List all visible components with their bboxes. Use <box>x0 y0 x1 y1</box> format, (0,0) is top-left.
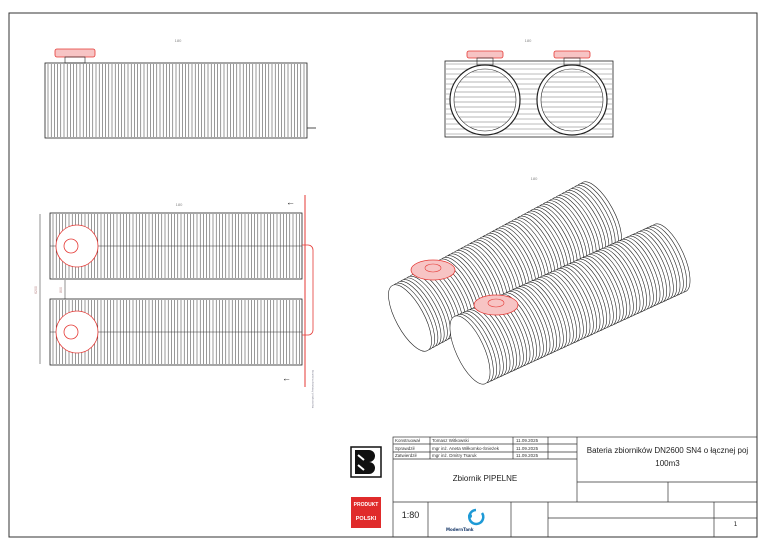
tank-section <box>449 64 521 136</box>
connecting-pipe <box>302 244 314 336</box>
drawing-title-line2: 100m3 <box>655 459 680 468</box>
title-block-grid <box>392 436 758 538</box>
end-view-label: 180 <box>525 38 532 43</box>
part-name: Zbiornik PIPELNE <box>452 474 518 483</box>
manhole-circle <box>55 310 99 354</box>
manhole-cap <box>410 259 456 281</box>
manhole-opening <box>63 238 79 254</box>
sig-name: mgr inż. Aneta Wiłkomko-Śnieżek <box>432 446 500 451</box>
end-view: 180 <box>444 38 614 138</box>
manhole-neck <box>476 57 494 66</box>
sig-date: 11.09.2025 <box>516 438 539 443</box>
drawing-title-line1: Bateria zbiorników DN2600 SN4 o łącznej … <box>586 446 749 455</box>
plan-view: ← ← 180 6200 800 Granica dostawy produce… <box>34 195 315 409</box>
manhole-neck <box>563 57 581 66</box>
tank-section <box>540 68 604 132</box>
manhole-opening <box>487 298 505 308</box>
manhole-cap <box>553 50 591 59</box>
dimension-total: 6200 <box>34 286 38 294</box>
manhole-cap <box>466 50 504 59</box>
side-view: 180 <box>44 38 316 139</box>
sig-role: Sprawdził <box>395 446 415 451</box>
flow-arrow-icon: ← <box>286 197 295 207</box>
company-b-logo <box>350 446 382 478</box>
company-name: ModernTank <box>446 527 474 532</box>
badge-line1: PRODUKT <box>353 502 379 508</box>
manhole-cap <box>473 294 519 316</box>
dimension-gap: 800 <box>59 287 63 293</box>
rib-ring <box>388 284 432 352</box>
sig-role: Konstruował <box>395 438 420 443</box>
sig-role: Zatwierdził <box>395 453 417 458</box>
manhole-cap <box>54 48 96 58</box>
side-view-label: 180 <box>175 38 182 43</box>
produkt-polski-badge: PRODUKT POLSKI <box>351 497 381 528</box>
sig-date: 11.09.2025 <box>516 453 539 458</box>
boundary-label: Granica dostawy producenta <box>311 370 315 409</box>
drawing-title: Bateria zbiorników DN2600 SN4 o łącznej … <box>578 444 757 470</box>
isometric-view: 180 <box>388 176 691 385</box>
tank-section <box>536 64 608 136</box>
scale-value: 1:80 <box>401 510 420 520</box>
sig-name: mgr inż. Dmitry Tsaruk <box>432 453 477 458</box>
plan-view-label: 180 <box>176 202 183 207</box>
sig-name: Tomasz Witkowski <box>432 438 469 443</box>
iso-view-label: 180 <box>531 176 538 181</box>
flow-arrow-icon: ← <box>282 373 291 383</box>
manhole-opening <box>63 324 79 340</box>
tank-section <box>453 68 517 132</box>
badge-line2: POLSKI <box>355 516 377 522</box>
moderntank-logo <box>468 508 485 526</box>
manhole-circle <box>55 224 99 268</box>
manhole-opening <box>424 263 442 273</box>
sheet-number: 1 <box>733 521 738 528</box>
sig-date: 11.09.2025 <box>516 446 539 451</box>
rib-ring <box>449 315 491 385</box>
sheet-frame <box>8 12 758 538</box>
